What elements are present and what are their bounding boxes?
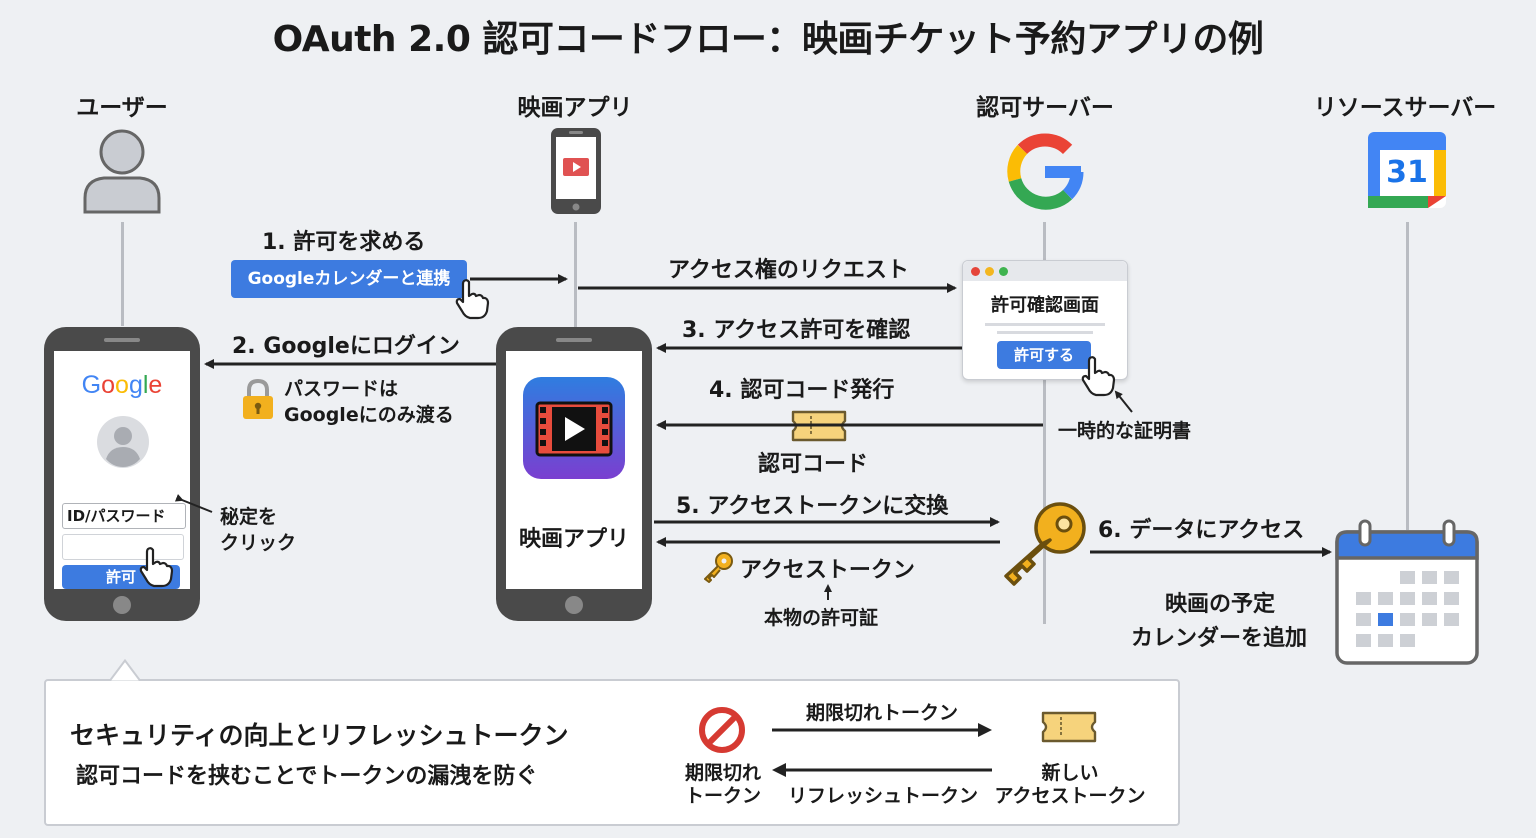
connect-google-calendar-button[interactable]: Googleカレンダーと連携 [231,260,467,298]
app-name-label: 映画アプリ [518,527,629,552]
placeholder-line [997,331,1093,334]
step-6-label: 6. データにアクセス [1098,518,1305,543]
user-lifeline [121,222,124,326]
password-input[interactable] [62,534,184,560]
pointer-hand-icon [139,547,174,588]
lock-icon [243,378,273,419]
auth-lifeline-top [1043,222,1046,262]
pointer-hand-icon [455,279,490,320]
actor-user-title: ユーザー [76,95,168,121]
window-close-dot [971,267,980,276]
pointer-click-note [174,494,213,513]
refresh-arrows [772,723,992,777]
browser-titlebar [963,261,1127,281]
google-logo: Google [81,371,163,399]
expired-token-label-line2: トークン [684,785,761,807]
step-1-label: 1. 許可を求める [262,230,426,255]
step-2-label: 2. Googleにログイン [232,334,460,359]
calendar-icon [1335,519,1479,665]
security-panel [44,679,1180,826]
step-4-label: 4. 認可コード発行 [709,378,895,403]
movie-app-icon[interactable] [523,377,625,479]
home-button [113,596,131,614]
security-subheading: 認可コードを挟むことでトークンの漏洩を防ぐ [76,764,538,789]
access-request-label: アクセス権のリクエスト [668,258,909,283]
google-g-icon [1007,133,1084,210]
allow-button[interactable]: 許可する [997,341,1091,369]
actor-movie-app-title: 映画アプリ [517,95,633,121]
actor-resource-server-title: リソースサーバー [1313,95,1497,121]
auth-code-label: 認可コード [758,452,869,477]
home-button [565,596,583,614]
consent-title: 許可確認画面 [991,295,1099,316]
step-5-label: 5. アクセストークンに交換 [676,494,949,519]
actor-auth-server-title: 認可サーバー [976,95,1114,121]
user-icon [83,129,161,214]
phone-speaker [104,338,140,342]
pointer-hand-icon [1081,356,1116,397]
prohibited-icon [699,707,745,753]
smartphone-icon [551,128,601,214]
avatar-icon [97,416,149,468]
click-note-line1: 秘定を [220,506,278,528]
new-ticket-icon [1041,711,1097,743]
login-phone: Google ID/パスワード 許可 [44,327,200,621]
placeholder-line [985,323,1105,326]
resource-lifeline [1406,222,1409,530]
password-note-line2: Googleにのみ渡る [284,404,454,426]
result-note-line2: カレンダーを追加 [1130,626,1307,651]
new-token-label-line2: アクセストークン [994,785,1146,807]
temporary-certificate-note: 一時的な証明書 [1058,420,1192,442]
expired-token-label-line1: 期限切れ [684,762,761,784]
real-permit-note: 本物の許可証 [764,607,879,629]
expired-token-arrow-label: 期限切れトークン [806,702,959,724]
window-maximize-dot [999,267,1008,276]
new-token-label-line1: 新しい [1041,762,1099,784]
app-screen: 映画アプリ [506,351,642,589]
key-icon [1004,502,1086,586]
step-3-label: 3. アクセス許可を確認 [682,318,911,343]
id-password-field[interactable]: ID/パスワード [62,503,186,529]
password-note-line1: パスワードは [284,378,399,400]
window-minimize-dot [985,267,994,276]
callout-pointer [110,659,140,681]
result-note-line1: 映画の予定 [1164,592,1275,617]
auth-lifeline-bottom [1043,380,1046,624]
app-lifeline [574,222,577,330]
page-title: OAuth 2.0 認可コードフロー：映画チケット予約アプリの例 [272,19,1264,60]
app-phone: 映画アプリ [496,327,652,621]
access-token-label: アクセストークン [740,558,915,583]
pointer-temp-cert [1114,390,1133,413]
security-heading: セキュリティの向上とリフレッシュトークン [70,721,569,750]
login-screen: Google ID/パスワード 許可 [54,351,190,589]
refresh-token-arrow-label: リフレッシュトークン [788,785,979,807]
google-calendar-icon: 31 [1368,132,1446,208]
small-key-icon [704,552,733,583]
consent-screen-window: 許可確認画面 許可する [962,260,1128,380]
calendar-day-number: 31 [1386,155,1428,190]
phone-speaker [556,338,592,342]
click-note-line2: クリック [220,532,297,554]
